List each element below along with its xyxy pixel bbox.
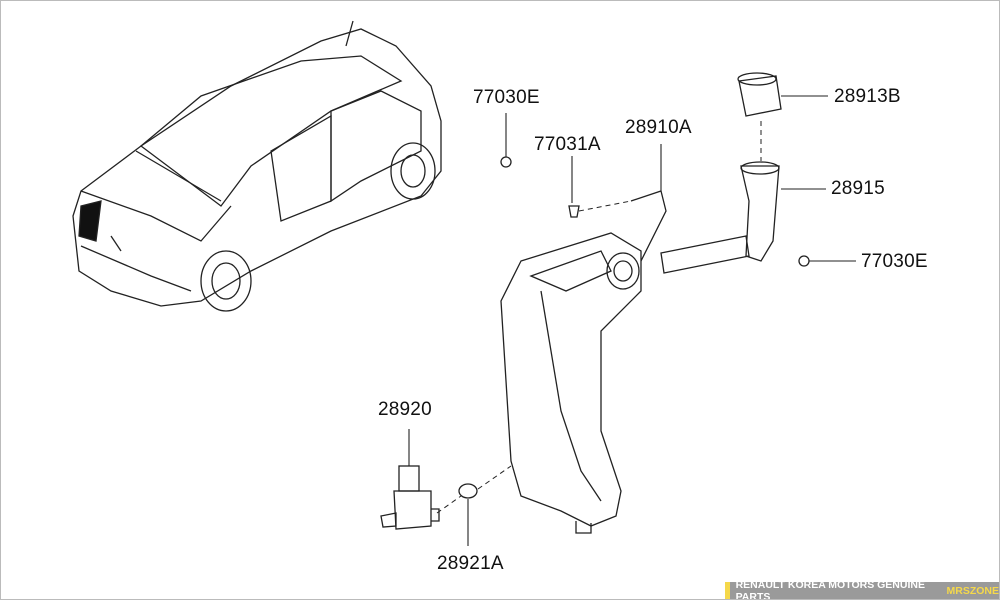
assembly-dashed-lines [436,121,762,514]
screw-77031A-illustration [568,205,580,218]
part-label-77030E-b[interactable]: 77030E [861,251,928,272]
filler-cap-illustration [737,72,782,117]
part-label-28913B[interactable]: 28913B [834,86,901,107]
part-label-28915[interactable]: 28915 [831,178,885,199]
footer-accent-bar [725,582,730,599]
washer-pump-illustration [380,465,440,530]
part-label-77030E[interactable]: 77030E [473,87,540,108]
car-illustration [72,20,442,312]
part-label-28921A[interactable]: 28921A [437,553,504,574]
filler-neck-illustration [660,161,780,274]
footer-brand: MRSZONE [946,584,1000,597]
washer-tank-illustration [500,190,667,534]
leader-lines [408,95,856,546]
part-label-28910A[interactable]: 28910A [625,117,692,138]
grommet-illustration [458,483,478,499]
footer-text: RENAULT KOREA MOTORS GENUINE PARTS [735,578,925,600]
clip-77030E-b-illustration [798,255,810,267]
part-label-28920[interactable]: 28920 [378,399,432,420]
clip-77030E-illustration [500,156,512,168]
part-label-77031A[interactable]: 77031A [534,134,601,155]
footer-watermark: RENAULT KOREA MOTORS GENUINE PARTS MRSZO… [725,578,1000,600]
